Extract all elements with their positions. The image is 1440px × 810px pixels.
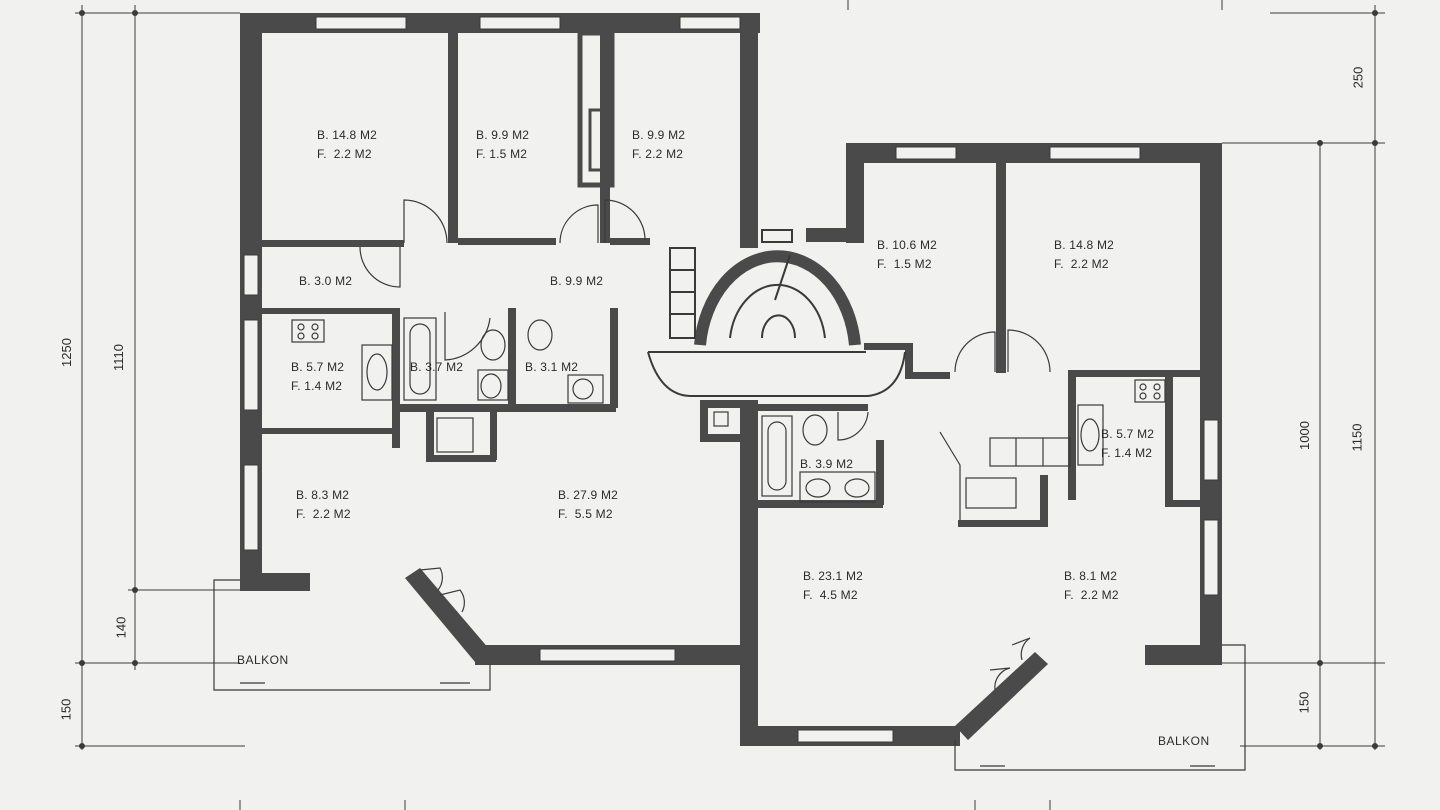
room-area-f: F. 1.4 M2 bbox=[291, 379, 343, 393]
room-area-b: B. 9.9 M2 bbox=[550, 274, 604, 288]
room-label-bedroom-4: B. 10.6 M2 F. 1.5 M2 bbox=[877, 236, 937, 274]
room-label-living-right: B. 23.1 M2 F. 4.5 M2 bbox=[803, 567, 863, 605]
balcony-left bbox=[213, 579, 491, 691]
room-label-bedroom-1: B. 14.8 M2 F. 2.2 M2 bbox=[317, 126, 377, 164]
dimension-left-outer-1250: 1250 bbox=[58, 338, 74, 367]
room-area-f: F. 2.2 M2 bbox=[317, 147, 372, 161]
room-area-b: B. 3.0 M2 bbox=[299, 274, 353, 288]
dimension-right-inner-250: 250 bbox=[1350, 66, 1366, 89]
room-area-b: B. 10.6 M2 bbox=[877, 238, 938, 252]
room-label-bedroom-3: B. 9.9 M2 F. 2.2 M2 bbox=[632, 126, 685, 164]
room-label-kitchen-left: B. 5.7 M2 F. 1.4 M2 bbox=[291, 358, 344, 396]
room-area-b: B. 27.9 M2 bbox=[558, 488, 619, 502]
door-swings bbox=[359, 199, 1051, 691]
balcony-label-left: BALKON bbox=[237, 653, 289, 667]
room-area-b: B. 14.8 M2 bbox=[1054, 238, 1115, 252]
room-area-b: B. 5.7 M2 bbox=[291, 360, 345, 374]
room-area-f: F. 4.5 M2 bbox=[803, 588, 858, 602]
room-area-f: F. 2.2 M2 bbox=[296, 507, 351, 521]
room-label-bedroom-5: B. 14.8 M2 F. 2.2 M2 bbox=[1054, 236, 1114, 274]
interior-walls bbox=[262, 30, 1202, 527]
room-label-living-left: B. 27.9 M2 F. 5.5 M2 bbox=[558, 486, 618, 524]
room-area-b: B. 8.3 M2 bbox=[296, 488, 350, 502]
dimension-left-inner-1110: 1110 bbox=[111, 344, 126, 371]
room-area-b: B. 9.9 M2 bbox=[476, 128, 530, 142]
room-area-b: B. 3.1 M2 bbox=[525, 360, 579, 374]
room-area-b: B. 23.1 M2 bbox=[803, 569, 864, 583]
room-label-bedroom-2: B. 9.9 M2 F. 1.5 M2 bbox=[476, 126, 529, 164]
room-label-dining-left: B. 8.3 M2 F. 2.2 M2 bbox=[296, 486, 351, 524]
room-area-b: B. 8.1 M2 bbox=[1064, 569, 1118, 583]
dimension-left-inner-140: 140 bbox=[113, 616, 129, 639]
dimension-lines bbox=[75, 0, 1385, 810]
fixtures bbox=[291, 317, 1166, 520]
balcony-right bbox=[954, 644, 1246, 771]
stair-tower bbox=[647, 229, 906, 397]
room-area-f: F. 1.5 M2 bbox=[877, 257, 932, 271]
room-area-b: B. 5.7 M2 bbox=[1101, 427, 1155, 441]
room-area-f: F. 5.5 M2 bbox=[558, 507, 613, 521]
room-label-bath-right: B. 3.9 M2 bbox=[800, 455, 853, 474]
room-area-b: B. 3.9 M2 bbox=[800, 457, 854, 471]
balcony-label-right: BALKON bbox=[1158, 734, 1210, 748]
room-label-dining-right: B. 8.1 M2 F. 2.2 M2 bbox=[1064, 567, 1119, 605]
room-area-b: B. 9.9 M2 bbox=[632, 128, 686, 142]
room-area-f: F. 2.2 M2 bbox=[1064, 588, 1119, 602]
room-label-storage: B. 3.0 M2 bbox=[299, 272, 352, 291]
dimension-ticks bbox=[79, 10, 1378, 749]
room-area-f: F. 1.5 M2 bbox=[476, 147, 528, 161]
room-label-wc-left: B. 3.1 M2 bbox=[525, 358, 578, 377]
room-label-bath-left: B. 3.7 M2 bbox=[410, 358, 463, 377]
room-area-b: B. 3.7 M2 bbox=[410, 360, 464, 374]
dimension-left-outer-150: 150 bbox=[58, 698, 74, 721]
room-label-hall-left: B. 9.9 M2 bbox=[550, 272, 603, 291]
dimension-right-outer-1150: 1150 bbox=[1349, 423, 1365, 452]
room-area-b: B. 14.8 M2 bbox=[317, 128, 378, 142]
room-label-kitchen-right: B. 5.7 M2 F. 1.4 M2 bbox=[1101, 425, 1154, 463]
room-area-f: F. 2.2 M2 bbox=[1054, 257, 1109, 271]
room-area-f: F. 1.4 M2 bbox=[1101, 446, 1153, 460]
room-area-f: F. 2.2 M2 bbox=[632, 147, 684, 161]
window-openings bbox=[243, 16, 1219, 743]
dimension-right-inner-1000: 1000 bbox=[1296, 421, 1312, 450]
dimension-right-inner-150: 150 bbox=[1296, 691, 1312, 714]
